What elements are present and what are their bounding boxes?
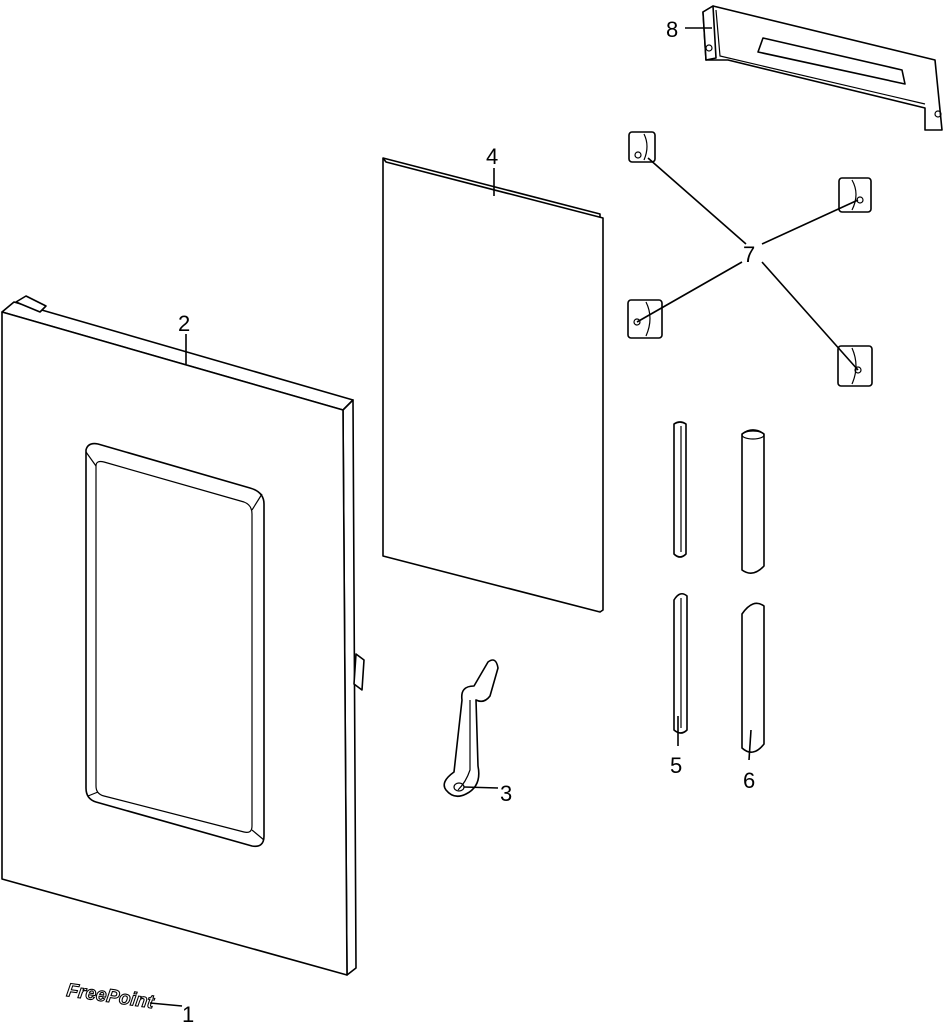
top-bracket-part [685, 5, 943, 131]
callout-7: 7 [743, 242, 755, 267]
callout-4: 4 [486, 144, 498, 169]
callout-2: 2 [178, 311, 190, 336]
callout-3: 3 [500, 781, 512, 806]
callout-5: 5 [670, 753, 682, 778]
glass-panel-part [382, 157, 604, 613]
logo-nameplate-part: FreePoint [65, 980, 183, 1014]
rod-large-part [741, 429, 765, 574]
clip-part [627, 299, 663, 339]
clip-part [628, 131, 656, 163]
callout-8: 8 [666, 17, 678, 42]
rod-small-part [673, 592, 688, 746]
rod-large-part [741, 602, 765, 761]
clip-part [838, 177, 872, 213]
callout-6: 6 [743, 768, 755, 793]
callout-1: 1 [182, 1002, 194, 1024]
door-frame-part [1, 295, 365, 976]
hinge-part [443, 659, 499, 798]
rod-small-part [673, 421, 687, 558]
freepoint-logo: FreePoint [65, 980, 155, 1013]
